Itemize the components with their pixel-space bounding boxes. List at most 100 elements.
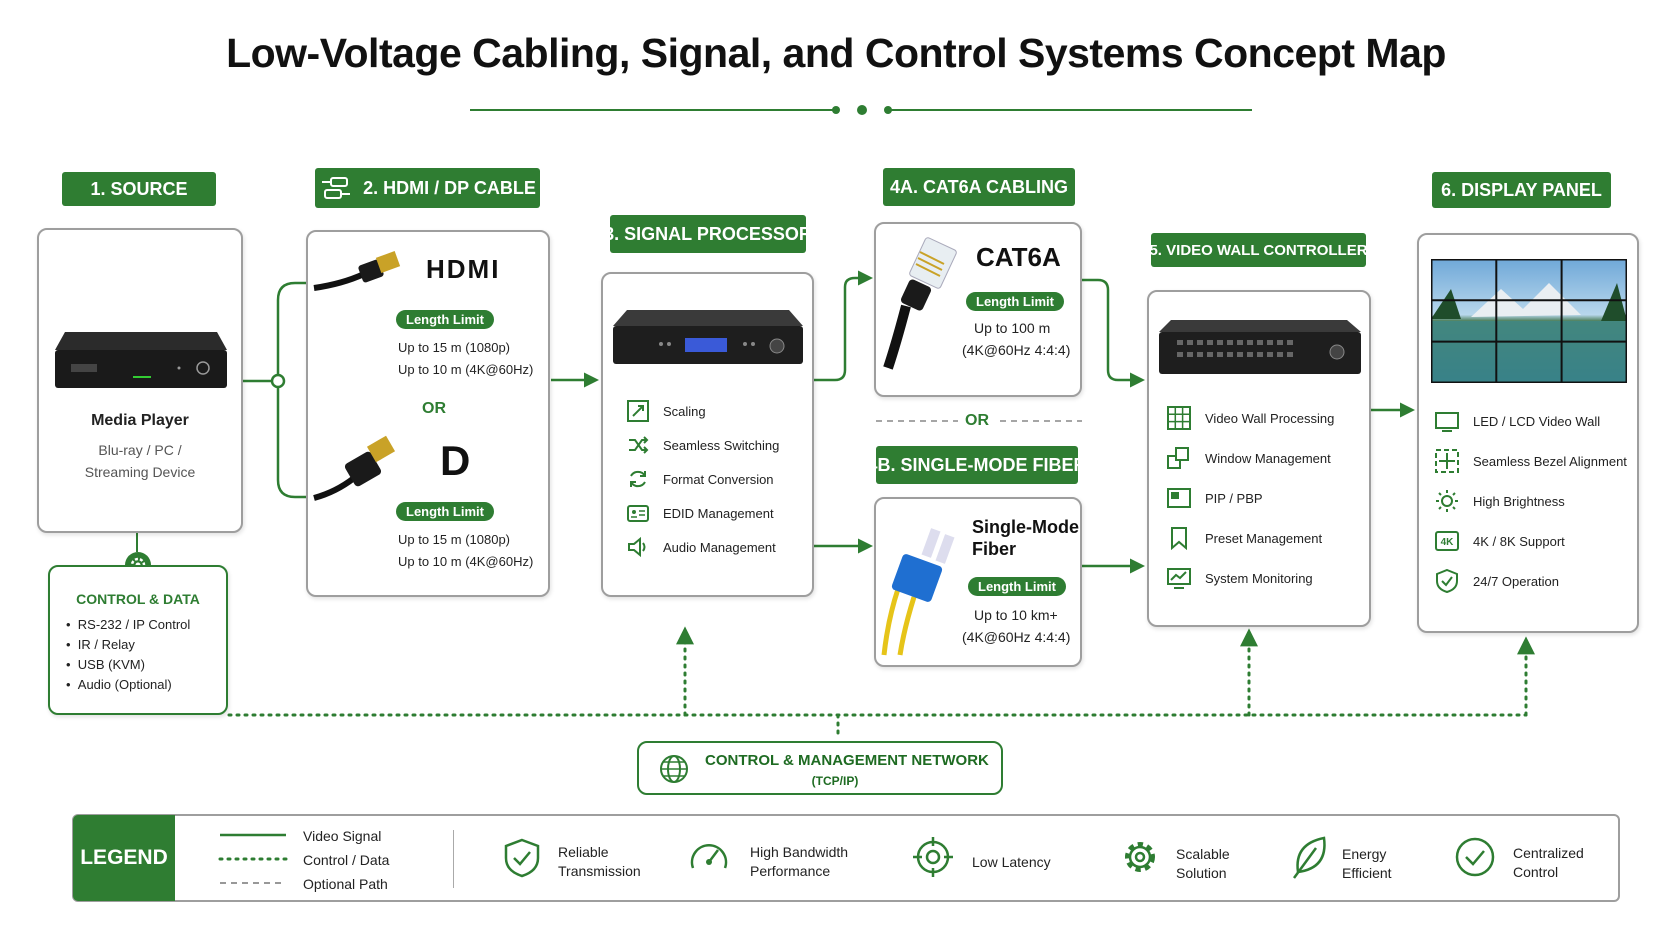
legend-label: LEGEND <box>73 815 175 901</box>
badge-centralized-2: Control <box>1513 864 1559 880</box>
hdmi-limit-line-2: Up to 10 m (4K@60Hz) <box>398 362 534 377</box>
source-tag: 1. SOURCE <box>62 172 216 206</box>
signal-processor-device <box>613 310 803 364</box>
title-divider <box>470 105 1252 115</box>
legend-optional-path: Optional Path <box>303 876 388 892</box>
displayport-logo: D <box>440 437 471 484</box>
controller-feature-window: Window Management <box>1167 446 1331 470</box>
network-subtitle: (TCP/IP) <box>811 774 859 788</box>
badge-scalable-1: Scalable <box>1176 846 1230 862</box>
badge-energy-1: Energy <box>1342 846 1387 862</box>
controller-feature-pip: PIP / PBP <box>1167 486 1263 510</box>
leaf-icon <box>1292 836 1326 879</box>
fiber-tag: 4B. SINGLE-MODE FIBER <box>868 446 1087 484</box>
gear-icon <box>1125 842 1155 872</box>
network-box[interactable]: CONTROL & MANAGEMENT NETWORK (TCP/IP) <box>637 741 1003 795</box>
video-wall-controller-device <box>1159 320 1361 374</box>
fiber-name-1: Single-Mode <box>972 517 1079 537</box>
cat6a-card[interactable]: CAT6A Length Limit Up to 100 m (4K@60Hz … <box>874 222 1082 397</box>
fiber-card[interactable]: Single-Mode Fiber Length Limit Up to 10 … <box>874 497 1082 667</box>
refresh-icon <box>630 470 646 488</box>
hdmi-logo: HDMI <box>426 254 501 284</box>
legend-bar <box>72 814 1620 902</box>
fiber-length-limit-badge: Length Limit <box>968 577 1066 596</box>
source-desc-1: Blu-ray / PC / <box>98 442 182 458</box>
globe-icon <box>660 755 688 783</box>
badge-centralized-1: Centralized <box>1513 845 1584 861</box>
source-card[interactable]: Media Player Blu-ray / PC / Streaming De… <box>37 228 243 533</box>
hdmi-connector-image <box>313 251 401 291</box>
processor-feature-audio: Audio Management <box>627 536 776 558</box>
legend-control-data: Control / Data <box>303 852 390 868</box>
cat6a-length-limit-badge: Length Limit <box>966 292 1064 311</box>
monitor-chart-icon <box>1167 568 1191 589</box>
cable-icon <box>322 177 351 199</box>
display-card[interactable]: LED / LCD Video Wall Seamless Bezel Alig… <box>1417 233 1639 633</box>
bezel-align-icon <box>1435 449 1459 473</box>
or-label-middle: OR <box>965 412 989 429</box>
shield-check-icon <box>1436 569 1458 593</box>
svg-text:4K: 4K <box>1441 537 1455 548</box>
display-feature-247: 24/7 Operation <box>1435 569 1559 593</box>
processor-feature-scaling: Scaling <box>627 400 706 422</box>
cat6a-name: CAT6A <box>976 242 1061 272</box>
grid-icon <box>1167 406 1191 430</box>
displayport-connector-image <box>313 435 396 501</box>
source-desc-2: Streaming Device <box>84 464 196 480</box>
badge-energy-2: Efficient <box>1342 865 1392 881</box>
dp-limit-line-1: Up to 15 m (1080p) <box>398 532 511 547</box>
media-player-device <box>55 332 227 388</box>
sun-icon <box>1436 490 1458 512</box>
fiber-limit-line-1: Up to 10 km+ <box>974 607 1058 623</box>
control-item: • IR / Relay <box>66 637 135 652</box>
hdmi-length-limit-badge: Length Limit <box>396 310 494 329</box>
shield-check-icon <box>504 838 540 878</box>
processor-tag: 3. SIGNAL PROCESSOR <box>604 215 812 253</box>
badge-reliable-1: Reliable <box>558 844 609 860</box>
control-item: • USB (KVM) <box>66 657 145 672</box>
page-title: Low-Voltage Cabling, Signal, and Control… <box>226 30 1446 76</box>
control-item: • Audio (Optional) <box>66 677 172 692</box>
display-feature-brightness: High Brightness <box>1435 489 1565 513</box>
fiber-name-2: Fiber <box>972 539 1017 559</box>
badge-reliable-2: Transmission <box>558 863 641 879</box>
dp-length-limit-badge: Length Limit <box>396 502 494 521</box>
badge-bandwidth-1: High Bandwidth <box>750 844 849 860</box>
rj45-connector-image <box>883 237 957 370</box>
fiber-limit-line-2: (4K@60Hz 4:4:4) <box>962 629 1071 645</box>
legend-video-signal: Video Signal <box>303 828 382 844</box>
cat6a-limit-line-2: (4K@60Hz 4:4:4) <box>962 342 1071 358</box>
id-card-icon <box>627 505 649 522</box>
source-name: Media Player <box>91 412 189 429</box>
display-feature-bezel: Seamless Bezel Alignment <box>1435 449 1627 473</box>
cable-tag: 2. HDMI / DP CABLE <box>315 168 540 208</box>
or-label: OR <box>422 400 446 417</box>
badge-bandwidth-2: Performance <box>750 863 831 879</box>
video-wall-image <box>1431 259 1627 383</box>
display-feature-wall: LED / LCD Video Wall <box>1435 409 1600 433</box>
display-feature-4k: 4K 4K / 8K Support <box>1435 529 1565 553</box>
screen-icon <box>1435 412 1459 432</box>
crosshair-icon <box>913 837 953 877</box>
processor-feature-format: Format Conversion <box>627 468 774 490</box>
badge-latency-1: Low Latency <box>972 854 1051 870</box>
control-data-card: CONTROL & DATA • RS-232 / IP Control • I… <box>48 565 228 715</box>
cat6a-tag: 4A. CAT6A CABLING <box>883 168 1075 206</box>
badge-scalable-2: Solution <box>1176 865 1227 881</box>
4k-icon: 4K <box>1435 531 1459 551</box>
controller-tag: 5. VIDEO WALL CONTROLLER <box>1149 233 1368 267</box>
legend-divider <box>453 830 454 888</box>
network-title: CONTROL & MANAGEMENT NETWORK <box>705 752 989 769</box>
legend-line-samples <box>218 833 288 884</box>
cable-card[interactable]: HDMI Length Limit Up to 15 m (1080p) Up … <box>306 230 550 597</box>
gauge-icon <box>690 844 728 869</box>
windows-icon <box>1167 447 1189 469</box>
shuffle-icon <box>629 436 649 454</box>
video-signal-lines <box>242 270 1415 574</box>
processor-feature-switching: Seamless Switching <box>627 434 779 456</box>
processor-card[interactable]: Scaling Seamless Switching Format Conver… <box>601 272 814 597</box>
bookmark-icon <box>1171 527 1187 550</box>
speaker-icon <box>628 536 646 558</box>
controller-card[interactable]: Video Wall Processing Window Management … <box>1147 290 1371 627</box>
